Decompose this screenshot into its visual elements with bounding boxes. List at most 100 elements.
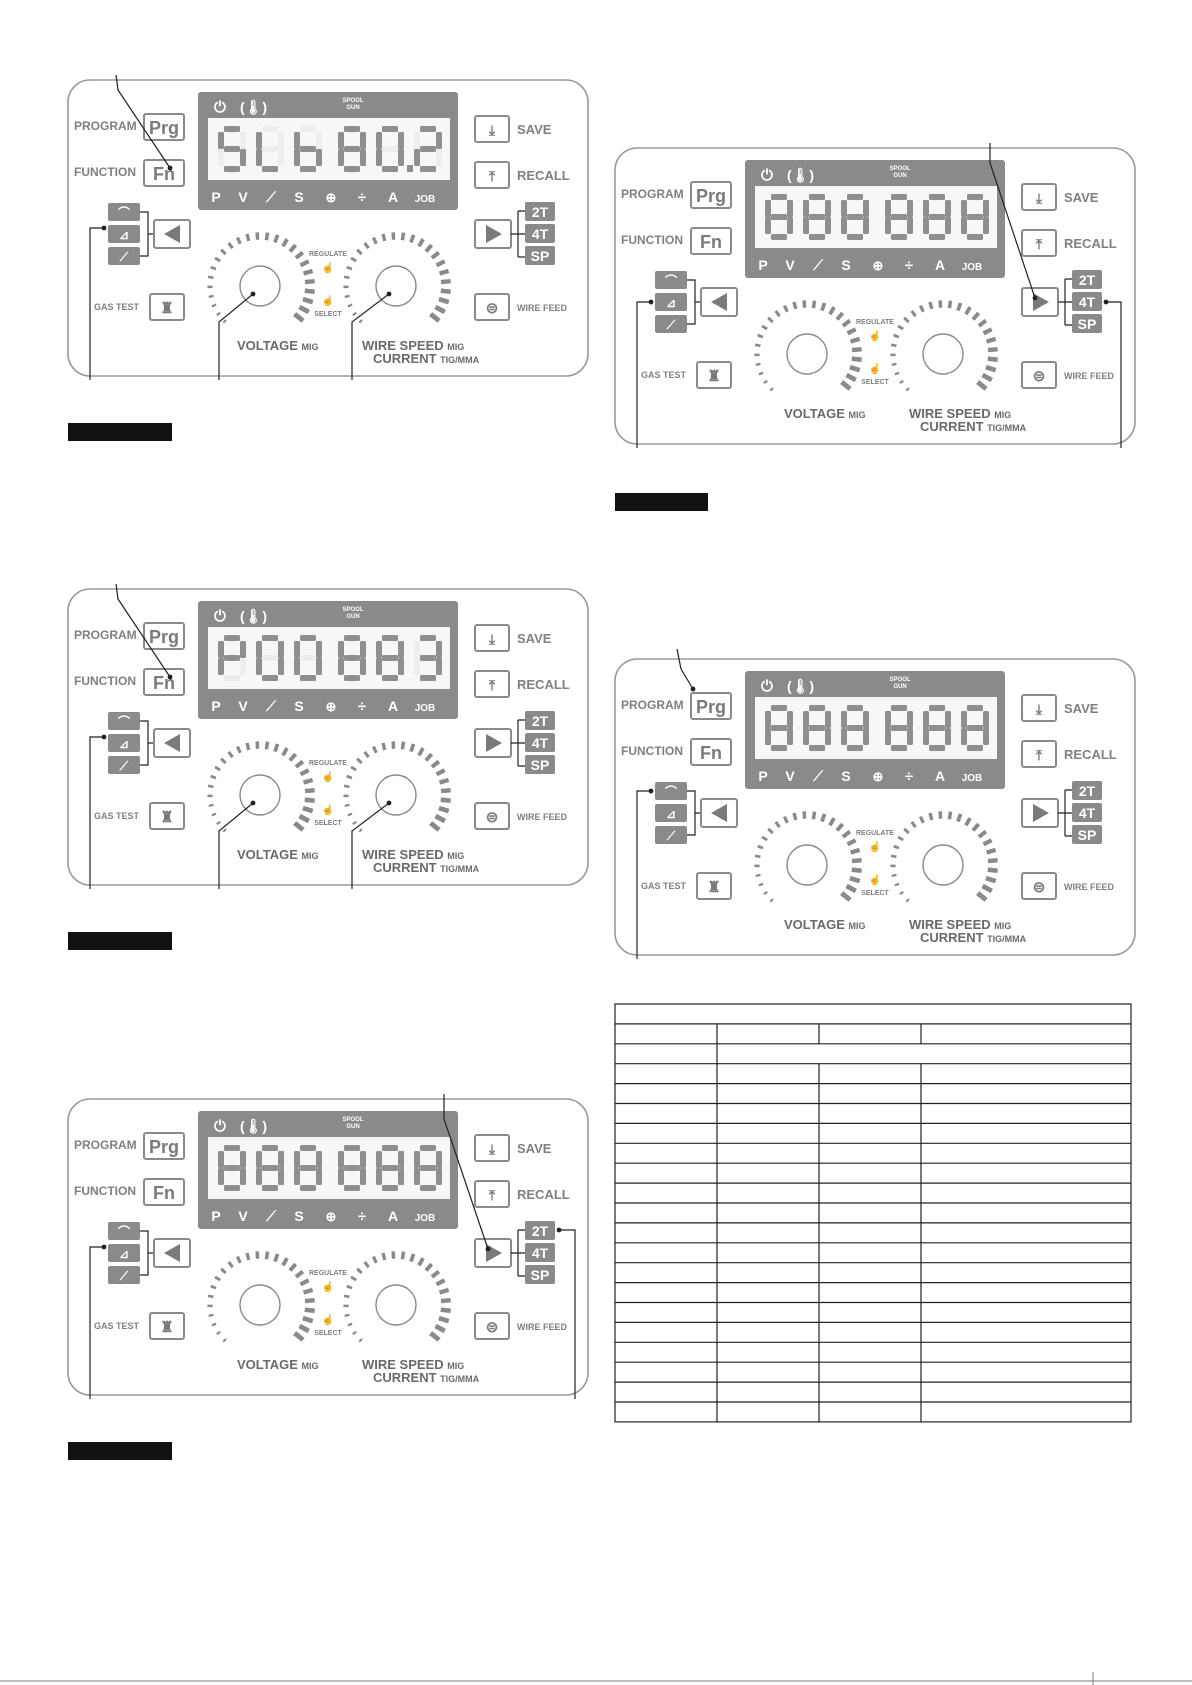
dial-tick [792, 301, 798, 310]
wire-speed-knob[interactable] [375, 1284, 417, 1326]
dial-tick [440, 279, 451, 285]
dial-tick [761, 324, 768, 331]
segment-d [967, 234, 983, 240]
left-display-digit-3 [841, 194, 869, 240]
program-button[interactable] [690, 692, 732, 720]
segment-f [256, 641, 262, 658]
segment-g [420, 146, 436, 152]
recall-button[interactable] [1021, 229, 1057, 257]
segment-a [262, 1145, 278, 1151]
callout-line [636, 301, 651, 448]
torch-tig-icon-glyph: ⊿ [119, 737, 129, 751]
gas-test-label: GAS TEST [94, 302, 140, 312]
voltage-knob[interactable] [239, 1284, 281, 1326]
right-display-digit-2 [376, 126, 404, 172]
voltage-knob[interactable] [786, 333, 828, 375]
callout-line [636, 790, 651, 959]
torch-tig-icon [108, 734, 140, 752]
gas-test-button[interactable] [149, 802, 185, 830]
select-hand-icon: ☝ [869, 873, 881, 886]
wire-speed-knob[interactable] [922, 333, 964, 375]
segment-e [841, 217, 847, 234]
dial-tick [400, 741, 406, 750]
save-button[interactable] [474, 115, 510, 143]
dial-tick [264, 1251, 270, 1260]
trigger-label-sp: SP [531, 757, 550, 773]
segment-f [885, 711, 891, 728]
trigger-chip-sp [1072, 825, 1102, 844]
torch-mig-icon [108, 1222, 140, 1240]
wire-feed-button[interactable] [474, 1312, 510, 1340]
program-button[interactable] [143, 1132, 185, 1160]
function-button[interactable] [690, 227, 732, 255]
function-button[interactable] [143, 1178, 185, 1206]
gas-test-button[interactable] [149, 293, 185, 321]
gas-test-label: GAS TEST [94, 1321, 140, 1331]
save-button[interactable] [1021, 694, 1057, 722]
lcd-label-v: V [785, 768, 795, 784]
dial-tick [210, 265, 217, 271]
segment-f [803, 711, 809, 728]
segment-b [863, 711, 869, 728]
segment-b [945, 200, 951, 217]
caption-block [68, 1442, 172, 1460]
recall-button[interactable] [1021, 740, 1057, 768]
wire-feed-button[interactable] [474, 293, 510, 321]
segment-b [945, 711, 951, 728]
trigger-bracket [1058, 789, 1072, 837]
dial-tick [981, 883, 993, 894]
save-button[interactable] [474, 1134, 510, 1162]
voltage-dial [207, 1251, 315, 1343]
save-button[interactable] [474, 624, 510, 652]
dial-tick [757, 844, 764, 850]
dial-tick [220, 1267, 227, 1275]
segment-b [316, 641, 322, 658]
trigger-label-sp: SP [531, 1267, 550, 1283]
gas-test-button[interactable] [696, 361, 732, 389]
segment-f [961, 711, 967, 728]
dial-tick [245, 1252, 251, 1261]
process-bracket [140, 720, 154, 766]
trigger-bracket [511, 719, 525, 767]
callout-line [443, 1094, 489, 1250]
voltage-knob[interactable] [786, 844, 828, 886]
wire-feed-button[interactable] [1021, 361, 1057, 389]
wire-spool-icon: ⊕ [873, 769, 884, 784]
left-display-digit-3 [841, 705, 869, 751]
dial-tick [227, 241, 234, 250]
wire-feed-button[interactable] [474, 802, 510, 830]
gas-test-button[interactable] [696, 872, 732, 900]
segment-f [294, 132, 300, 149]
program-button[interactable] [690, 181, 732, 209]
recall-folder-icon: ⤒ [488, 168, 496, 184]
program-button[interactable] [143, 622, 185, 650]
callouts [636, 648, 696, 959]
recall-button[interactable] [474, 1180, 510, 1208]
lcd-label-job: JOB [415, 194, 436, 205]
dial-tick [294, 1269, 305, 1279]
segment-e [923, 728, 929, 745]
segment-c [398, 149, 404, 166]
torch-mig-icon-glyph: ⌒ [117, 1224, 130, 1239]
segment-d [929, 745, 945, 751]
wire-speed-knob[interactable] [922, 844, 964, 886]
segment-c [360, 658, 366, 675]
program-button[interactable] [143, 113, 185, 141]
segment-b [787, 200, 793, 217]
wire-feed-button[interactable] [1021, 872, 1057, 900]
segment-d [847, 234, 863, 240]
segment-d [262, 675, 278, 681]
left-display-digit-3 [294, 635, 322, 681]
segment-b [360, 1151, 366, 1168]
dial-tick [350, 765, 357, 772]
save-button[interactable] [1021, 183, 1057, 211]
segment-g [809, 725, 825, 731]
dial-tick [371, 745, 378, 754]
function-button[interactable] [690, 738, 732, 766]
recall-button[interactable] [474, 670, 510, 698]
recall-button[interactable] [474, 161, 510, 189]
gas-test-button[interactable] [149, 1312, 185, 1340]
segment-d [420, 675, 436, 681]
